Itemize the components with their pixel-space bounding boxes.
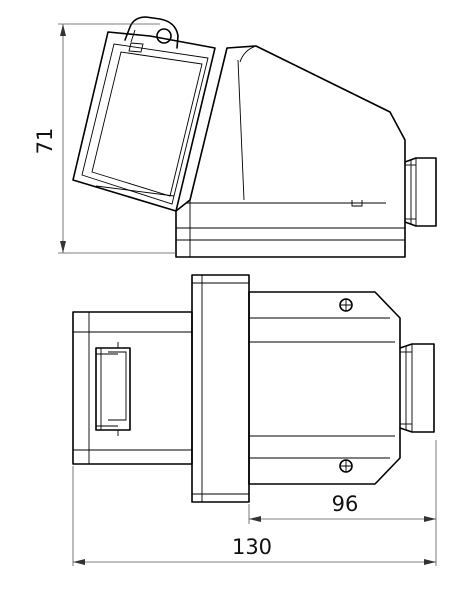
dim-width-label: 130: [232, 535, 272, 559]
hinge-pin: [156, 28, 172, 44]
top-socket-front: [72, 311, 193, 465]
side-view: [58, 16, 437, 258]
screw-top: [339, 298, 353, 312]
top-cable-gland: [399, 343, 435, 433]
top-housing: [248, 291, 401, 485]
latch: [95, 347, 131, 431]
dim-height-label: 71: [33, 128, 57, 155]
top-view: [72, 274, 437, 566]
side-housing: [175, 45, 406, 258]
hinge-lug: [124, 16, 179, 49]
dim-depth-label: 96: [332, 492, 359, 516]
side-socket-cover: [72, 31, 216, 212]
screw-bottom: [339, 459, 353, 473]
side-cable-gland: [404, 157, 437, 227]
flange: [191, 274, 250, 503]
